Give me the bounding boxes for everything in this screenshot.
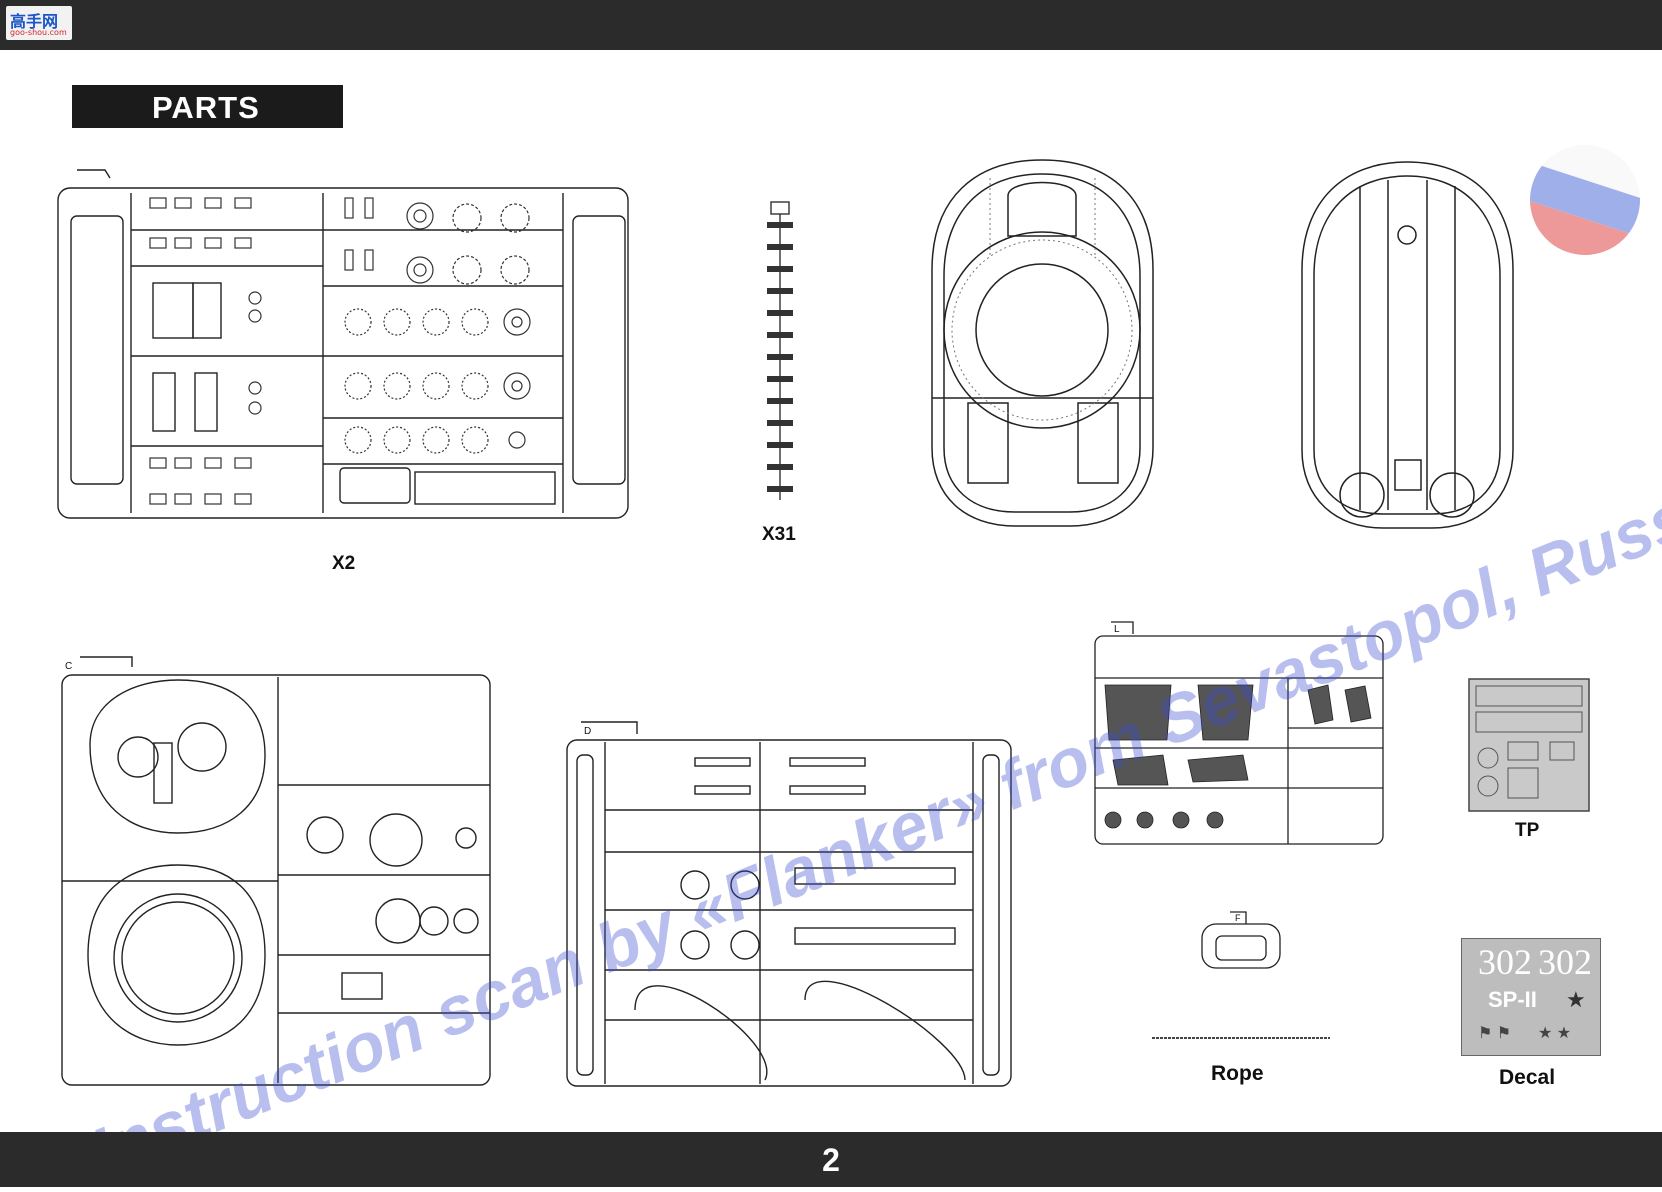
upper-hull-diagram [931, 159, 1154, 527]
sprue-f-diagram: F [1201, 911, 1281, 969]
sprue-d-diagram: D [566, 721, 1012, 1087]
bottom-bar: 2 [0, 1132, 1662, 1187]
rope-diagram [1152, 1037, 1330, 1039]
sprue-f-letter: F [1235, 913, 1241, 923]
sprue-l-letter: L [1114, 624, 1120, 635]
decal-sheet: 302 302 SP-II ★ ⚑ ⚑ ★ ★ [1461, 938, 1601, 1056]
track-links-diagram [767, 201, 793, 500]
decal-star-small-icon: ★ ★ [1538, 1025, 1572, 1042]
lower-hull-diagram [1301, 161, 1514, 529]
rope-label: Rope [1211, 1062, 1264, 1085]
sprue-a-diagram [57, 169, 629, 519]
site-logo[interactable]: 高手网 goo-shou.com [6, 6, 72, 40]
decal-label: Decal [1499, 1066, 1556, 1089]
sprue-d-letter: D [584, 726, 591, 737]
logo-url-text: goo-shou.com [10, 28, 67, 37]
photo-etch-label: TP [1515, 820, 1540, 841]
sprue-c-letter: C [65, 661, 72, 672]
decal-star-icon: ★ [1566, 987, 1586, 1012]
decal-marking: SP-II [1488, 987, 1537, 1012]
top-bar: 高手网 goo-shou.com [0, 0, 1662, 50]
sprue-l-diagram: L [1094, 621, 1384, 845]
photo-etch-diagram [1468, 678, 1590, 812]
decal-number-1: 302 [1478, 942, 1532, 982]
sprue-a-quantity-label: X2 [332, 553, 356, 574]
logo-text: 高手网 [10, 12, 59, 31]
page-number: 2 [822, 1142, 840, 1178]
watermark-flag-icon [1515, 130, 1655, 270]
decal-number-2: 302 [1538, 942, 1592, 982]
parts-title-banner: PARTS [72, 85, 343, 128]
sprue-c-diagram: C [61, 656, 491, 1086]
decal-flag-icon: ⚑ ⚑ [1478, 1025, 1512, 1042]
page-title: PARTS [152, 90, 260, 125]
tracks-quantity-label: X31 [762, 524, 796, 545]
